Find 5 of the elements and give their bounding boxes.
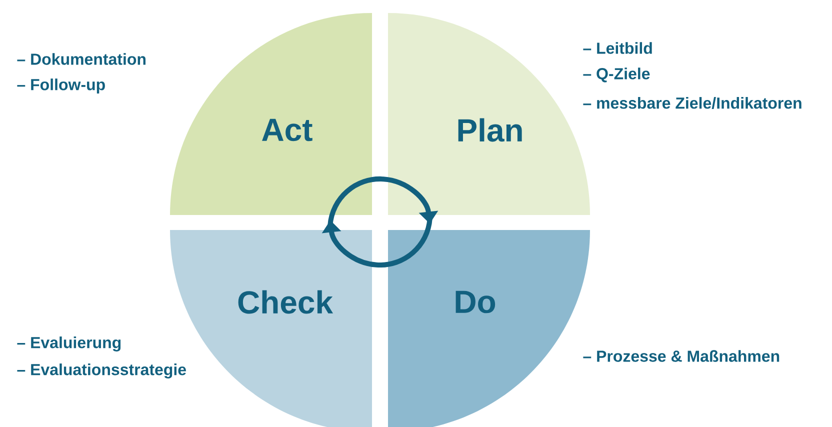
cycle-arrow xyxy=(322,218,432,268)
cycle-arrow xyxy=(328,176,438,226)
bullet-item: – Dokumentation xyxy=(17,53,146,65)
bullet-item: – Evaluierung xyxy=(17,336,121,352)
bullet-item: – Follow-up xyxy=(17,78,105,94)
